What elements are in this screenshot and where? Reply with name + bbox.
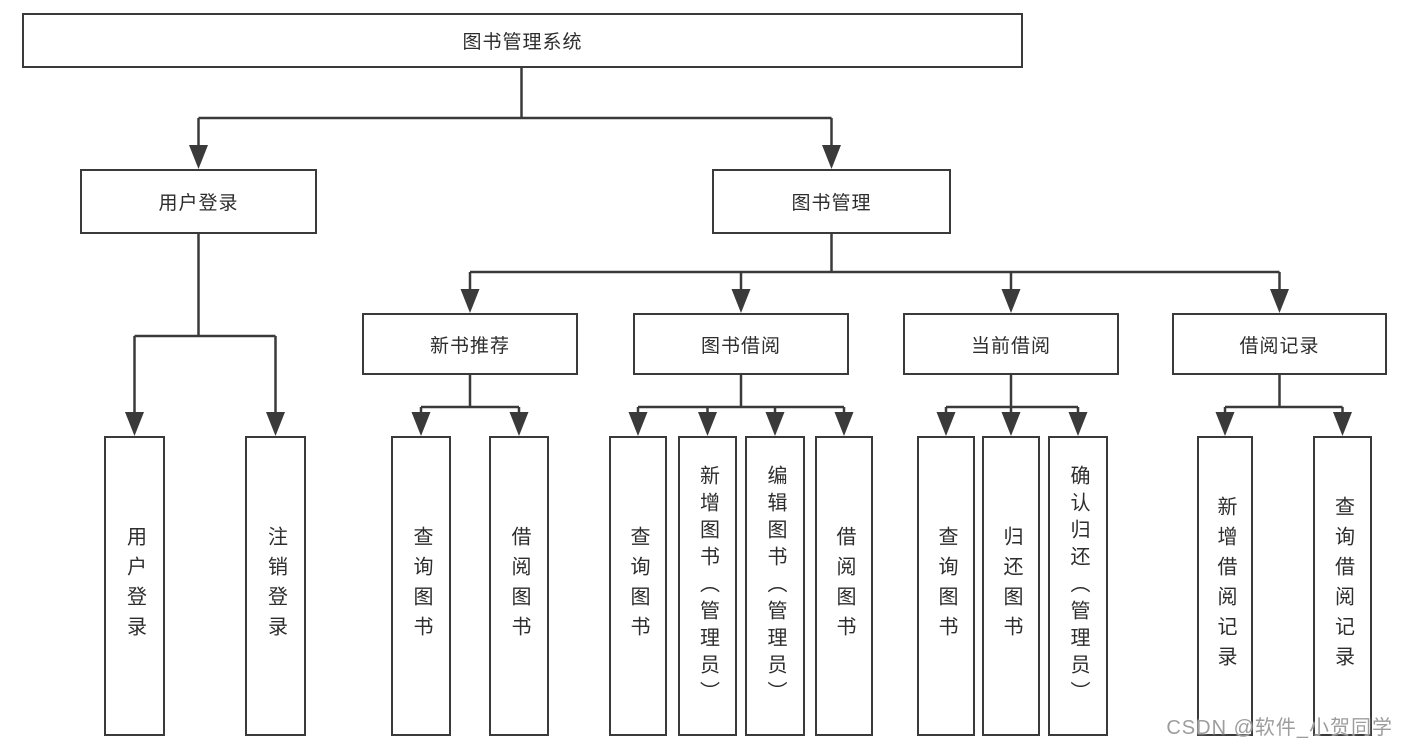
node-label: 查询图书 — [410, 526, 432, 646]
leaf-confirm-return-admin: 确认归还（管理员） — [1048, 436, 1108, 736]
node-label: 查询图书 — [627, 526, 649, 646]
node-label: 图书借阅 — [700, 335, 781, 357]
leaf-borrow-books-recommend: 借阅图书 — [489, 436, 549, 736]
leaf-query-books-current: 查询图书 — [917, 436, 975, 736]
node-label: 新书推荐 — [429, 335, 510, 357]
node-label: 借阅记录 — [1239, 335, 1320, 357]
node-library-management-system: 图书管理系统 — [22, 13, 1023, 68]
node-label: 归还图书 — [1000, 526, 1022, 646]
node-label: 用户登录 — [158, 193, 239, 214]
leaf-query-books-borrowing: 查询图书 — [609, 436, 667, 736]
node-current-borrowing: 当前借阅 — [903, 313, 1119, 375]
leaf-add-borrow-record: 新增借阅记录 — [1197, 436, 1253, 736]
csdn-watermark: CSDN @软件_小贺同学 — [1166, 717, 1393, 739]
node-label: 借阅图书 — [508, 526, 530, 646]
leaf-user-login: 用户登录 — [104, 436, 165, 736]
leaf-borrow-books: 借阅图书 — [815, 436, 873, 736]
node-label: 注销登录 — [264, 526, 287, 646]
node-label: 确认归还（管理员） — [1067, 464, 1089, 708]
node-label: 查询借阅记录 — [1331, 496, 1354, 676]
leaf-query-borrow-record: 查询借阅记录 — [1313, 436, 1372, 736]
node-label: 图书管理系统 — [462, 32, 583, 53]
leaf-add-books-admin: 新增图书（管理员） — [678, 436, 737, 736]
node-book-management: 图书管理 — [712, 169, 951, 234]
node-borrow-records: 借阅记录 — [1172, 313, 1387, 375]
node-label: 新增图书（管理员） — [696, 464, 719, 708]
node-label: 编辑图书（管理员） — [764, 464, 786, 708]
node-book-borrowing: 图书借阅 — [633, 313, 849, 375]
leaf-edit-books-admin: 编辑图书（管理员） — [745, 436, 805, 736]
node-label: 用户登录 — [123, 526, 146, 646]
node-label: 借阅图书 — [833, 526, 855, 646]
node-label: 图书管理 — [791, 193, 872, 214]
leaf-query-books-recommend: 查询图书 — [391, 436, 451, 736]
node-label: 查询图书 — [935, 526, 957, 646]
node-label: 当前借阅 — [970, 335, 1051, 357]
leaf-return-books: 归还图书 — [982, 436, 1040, 736]
node-label: 新增借阅记录 — [1214, 496, 1236, 676]
leaf-logout: 注销登录 — [245, 436, 306, 736]
node-new-book-recommend: 新书推荐 — [362, 313, 578, 375]
node-user-login: 用户登录 — [80, 169, 317, 234]
